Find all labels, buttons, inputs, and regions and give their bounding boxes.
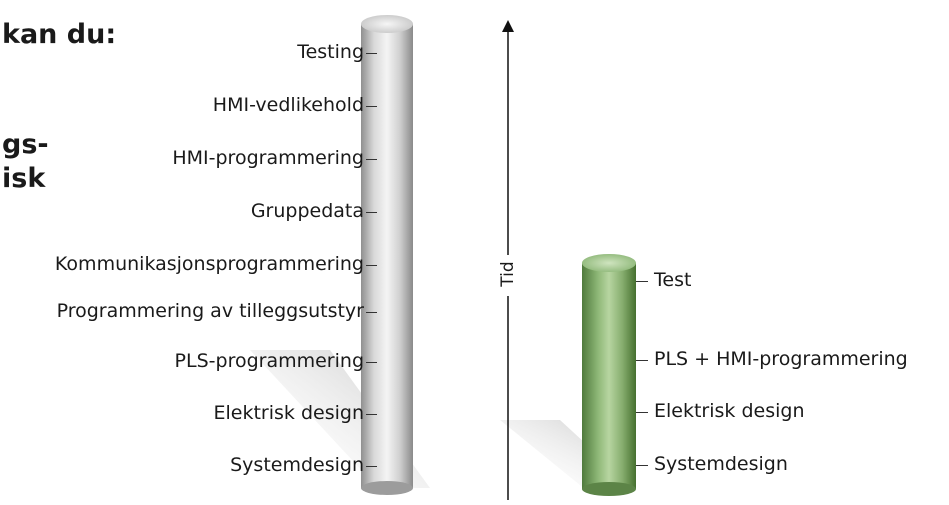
short-column-label-pls-hmi: PLS + HMI-programmering — [654, 348, 908, 370]
tall-column-label-testing: Testing — [297, 41, 364, 63]
short-column-top — [582, 254, 636, 272]
tall-column-label-pls-programmering: PLS-programmering — [174, 350, 364, 372]
heading-line-1: kan du: — [2, 19, 117, 50]
short-column-base — [582, 482, 636, 496]
tall-column-tick — [366, 466, 377, 467]
tall-column-base — [361, 481, 413, 495]
short-column-tick — [636, 281, 648, 282]
short-column-tick — [636, 412, 648, 413]
short-column-label-systemdesign: Systemdesign — [654, 453, 788, 475]
tall-column-label-gruppedata: Gruppedata — [250, 200, 364, 222]
tall-column-top — [361, 15, 413, 33]
short-column-tick — [636, 360, 648, 361]
short-column-body — [582, 263, 636, 489]
tall-column-tick — [366, 265, 377, 266]
tall-column-tick — [366, 159, 377, 160]
tall-column-tick — [366, 53, 377, 54]
tall-column-tick — [366, 106, 377, 107]
tall-column-label-kommunikasjon: Kommunikasjonsprogrammering — [54, 253, 364, 275]
tall-column-label-elektrisk-design: Elektrisk design — [213, 402, 365, 424]
heading-line-2: gs- — [2, 129, 49, 160]
short-column-label-elektrisk-design: Elektrisk design — [654, 400, 805, 422]
short-column-tick — [636, 465, 648, 466]
tall-column-tick — [366, 312, 377, 313]
tall-column-tick — [366, 414, 377, 415]
tall-column-label-hmi-programmering: HMI-programmering — [172, 147, 364, 169]
tall-column-body — [361, 24, 413, 488]
tall-column-tick — [366, 362, 377, 363]
tall-column-tick — [366, 212, 377, 213]
short-column-label-test: Test — [654, 269, 692, 291]
heading-line-3: isk — [2, 163, 46, 194]
tall-column-label-tilleggsutstyr: Programmering av tilleggsutstyr — [56, 300, 364, 322]
tall-column-label-systemdesign: Systemdesign — [230, 454, 364, 476]
time-axis-label: Tid — [498, 261, 518, 287]
tall-column-label-hmi-vedlikehold: HMI-vedlikehold — [212, 94, 364, 116]
